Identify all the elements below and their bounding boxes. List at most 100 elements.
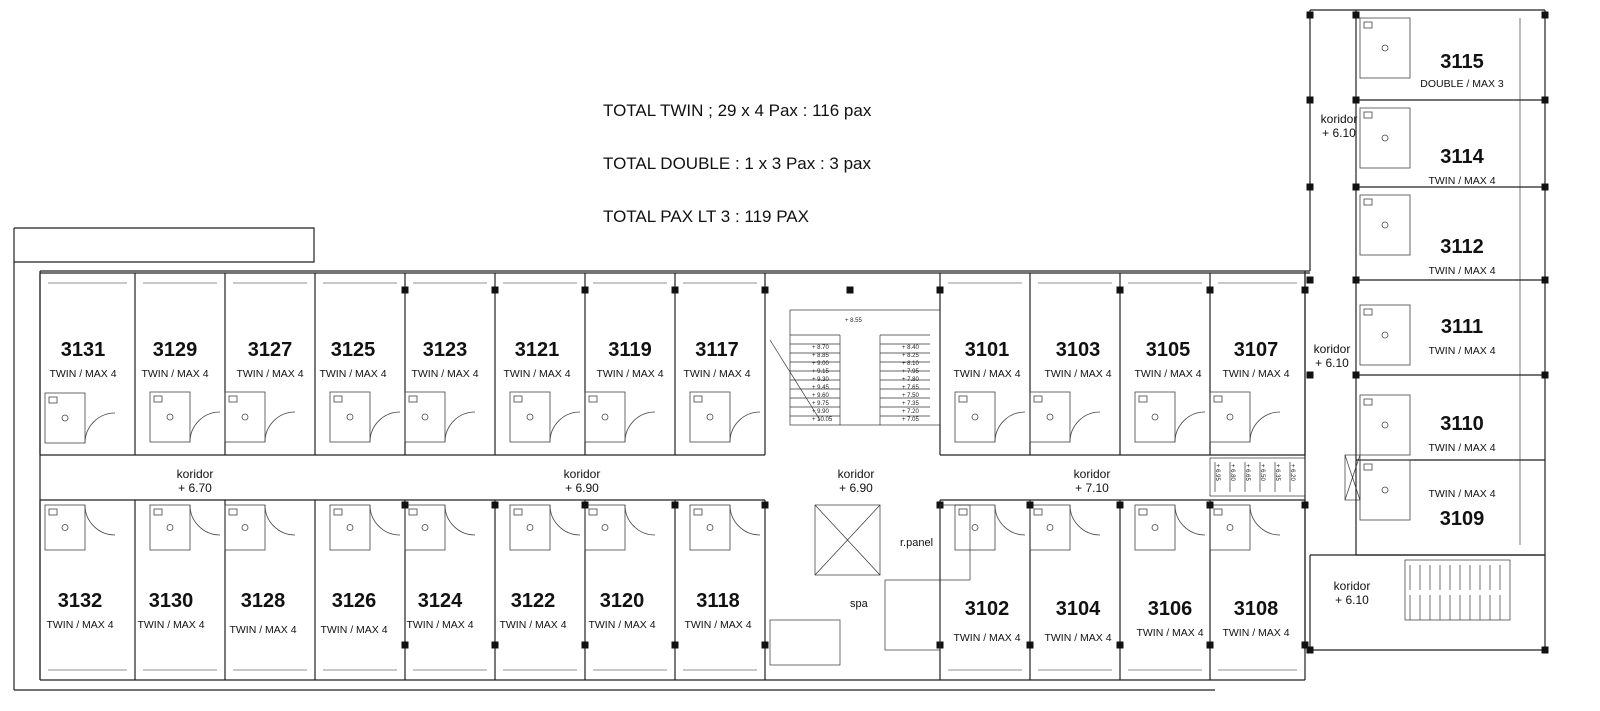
stair-level: + 9.15	[812, 369, 830, 375]
stair-level: + 7.35	[902, 401, 920, 407]
room-number: 3102	[965, 598, 1010, 620]
room-type: TWIN / MAX 4	[49, 368, 116, 380]
room-type: TWIN / MAX 4	[236, 368, 303, 380]
room-type: TWIN / MAX 4	[1044, 632, 1111, 644]
column	[491, 501, 499, 509]
room-type: TWIN / MAX 4	[588, 619, 655, 631]
column	[1306, 371, 1314, 379]
column	[1541, 183, 1549, 191]
corridor-label: koridor	[838, 467, 875, 481]
room-number: 3121	[515, 339, 560, 361]
ramp-level: + 6.50	[1259, 464, 1265, 482]
column	[1352, 183, 1360, 191]
stair-level: + 9.90	[812, 409, 830, 415]
corridor-level: + 6.70	[178, 481, 212, 495]
corridor-level: + 6.10	[1315, 356, 1349, 370]
room-type: TWIN / MAX 4	[1428, 265, 1495, 277]
column	[401, 286, 409, 294]
room-number: 3129	[153, 339, 198, 361]
room-type: TWIN / MAX 4	[684, 619, 751, 631]
corridor-level: + 7.10	[1075, 481, 1109, 495]
room-type: TWIN / MAX 4	[683, 368, 750, 380]
structural-columns	[401, 11, 1549, 654]
room-number: 3106	[1148, 598, 1193, 620]
room-number: 3118	[696, 590, 739, 612]
stair-level: + 8.40	[902, 345, 920, 351]
room-number: 3127	[248, 339, 293, 361]
column	[1306, 276, 1314, 284]
stair-level: + 9.75	[812, 401, 830, 407]
summary-double-total: TOTAL DOUBLE : 1 x 3 Pax : 3 pax	[603, 154, 872, 173]
room-number: 3107	[1234, 339, 1279, 361]
room-type: TWIN / MAX 4	[319, 368, 386, 380]
ramp-level: + 6.80	[1229, 464, 1235, 482]
room-type: TWIN / MAX 4	[1222, 368, 1289, 380]
corridor-level: + 6.10	[1335, 593, 1369, 607]
room-number: 3111	[1441, 316, 1483, 338]
column	[1541, 276, 1549, 284]
column	[1301, 286, 1309, 294]
room-number: 3112	[1440, 236, 1483, 258]
room-number: 3126	[332, 590, 377, 612]
spa-label: spa	[850, 598, 869, 610]
column	[671, 286, 679, 294]
column	[1116, 641, 1124, 649]
column	[1541, 11, 1549, 19]
column	[761, 501, 769, 509]
room-fixtures	[44, 17, 1411, 551]
column	[1116, 286, 1124, 294]
room-type: TWIN / MAX 4	[411, 368, 478, 380]
room-type: TWIN / MAX 4	[137, 619, 204, 631]
stair-level: + 10.05	[812, 417, 833, 423]
ramp-level: + 6.35	[1274, 464, 1280, 482]
room-number: 3119	[608, 339, 651, 361]
stair-level: + 8.70	[812, 345, 830, 351]
room-number: 3128	[241, 590, 286, 612]
room-type: TWIN / MAX 4	[1136, 627, 1203, 639]
summary-pax-total: TOTAL PAX LT 3 : 119 PAX	[603, 207, 809, 226]
column	[1206, 501, 1214, 509]
room-type: TWIN / MAX 4	[1428, 345, 1495, 357]
stair-level: + 7.20	[902, 409, 920, 415]
room-type: TWIN / MAX 4	[953, 368, 1020, 380]
room-number: 3105	[1146, 339, 1191, 361]
room-type: TWIN / MAX 4	[1428, 442, 1495, 454]
room-type: TWIN / MAX 4	[1044, 368, 1111, 380]
column	[761, 641, 769, 649]
room-number: 3124	[418, 590, 463, 612]
corridor-label: koridor	[564, 467, 601, 481]
room-number: 3130	[149, 590, 194, 612]
stair-level: + 9.60	[812, 393, 830, 399]
column	[581, 641, 589, 649]
room-type: DOUBLE / MAX 3	[1420, 78, 1504, 90]
ramp-level: + 6.95	[1214, 464, 1220, 482]
column	[761, 286, 769, 294]
column	[671, 501, 679, 509]
room-number: 3131	[61, 339, 106, 361]
corridor-level: + 6.90	[839, 481, 873, 495]
column	[1541, 96, 1549, 104]
column	[1206, 641, 1214, 649]
walls	[13, 9, 1546, 691]
column	[1352, 96, 1360, 104]
corridor-label: koridor	[177, 467, 214, 481]
room-number: 3132	[58, 590, 103, 612]
column	[401, 501, 409, 509]
stair-level: + 9.30	[812, 377, 830, 383]
room-type: TWIN / MAX 4	[1428, 488, 1495, 500]
panel-label: r.panel	[900, 537, 933, 549]
column	[1026, 501, 1034, 509]
room-number: 3108	[1234, 598, 1279, 620]
room-type: TWIN / MAX 4	[1428, 175, 1495, 187]
ramp-level: + 6.65	[1244, 464, 1250, 482]
room-type: TWIN / MAX 4	[141, 368, 208, 380]
stair-level: + 7.80	[902, 377, 920, 383]
column	[1541, 646, 1549, 654]
stair-level: + 8.25	[902, 353, 920, 359]
room-number: 3114	[1440, 146, 1484, 168]
stair-level: + 9.45	[812, 385, 830, 391]
room-type: TWIN / MAX 4	[320, 624, 387, 636]
room-type: TWIN / MAX 4	[46, 619, 113, 631]
column	[1116, 501, 1124, 509]
